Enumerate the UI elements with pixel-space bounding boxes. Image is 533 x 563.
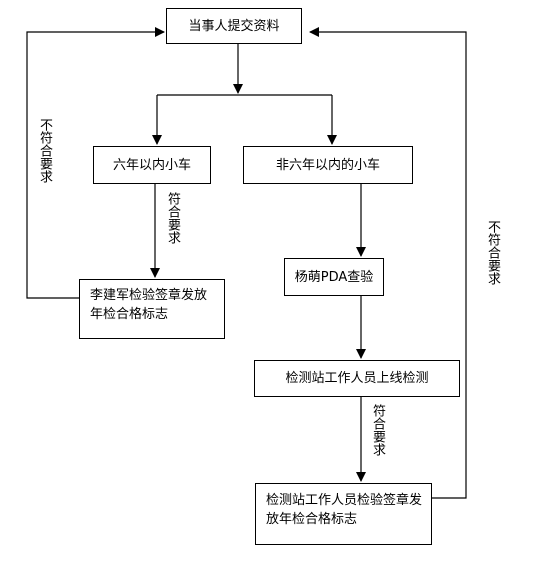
beyond-six-node: 非六年以内的小车 <box>243 146 413 184</box>
beyond-six-label: 非六年以内的小车 <box>275 157 380 173</box>
pda-check-label: 杨萌PDA查验 <box>294 269 374 285</box>
sign-left-node: 李建军检验签章发放年检合格标志 <box>79 279 225 339</box>
online-check-label: 检测站工作人员上线检测 <box>285 371 429 386</box>
pass-right-label: 符合要求 <box>370 404 385 456</box>
reject-left-label: 不符合要求 <box>37 118 52 183</box>
sign-left-label: 李建军检验签章发放年检合格标志 <box>90 288 208 322</box>
online-check-node: 检测站工作人员上线检测 <box>254 360 460 397</box>
right-feedback-loop <box>309 27 467 499</box>
submit-node-label: 当事人提交资料 <box>188 18 280 34</box>
sign-right-label: 检测站工作人员检验签章发放年检合格标志 <box>266 493 423 527</box>
within-six-label: 六年以内小车 <box>112 157 191 173</box>
pda-check-node: 杨萌PDA查验 <box>284 258 384 296</box>
pass-left-label: 符合要求 <box>165 192 180 244</box>
left-feedback-loop <box>26 27 165 299</box>
submit-node: 当事人提交资料 <box>166 8 302 44</box>
reject-right-label: 不符合要求 <box>485 220 500 285</box>
within-six-node: 六年以内小车 <box>93 146 211 184</box>
sign-right-node: 检测站工作人员检验签章发放年检合格标志 <box>255 483 432 545</box>
